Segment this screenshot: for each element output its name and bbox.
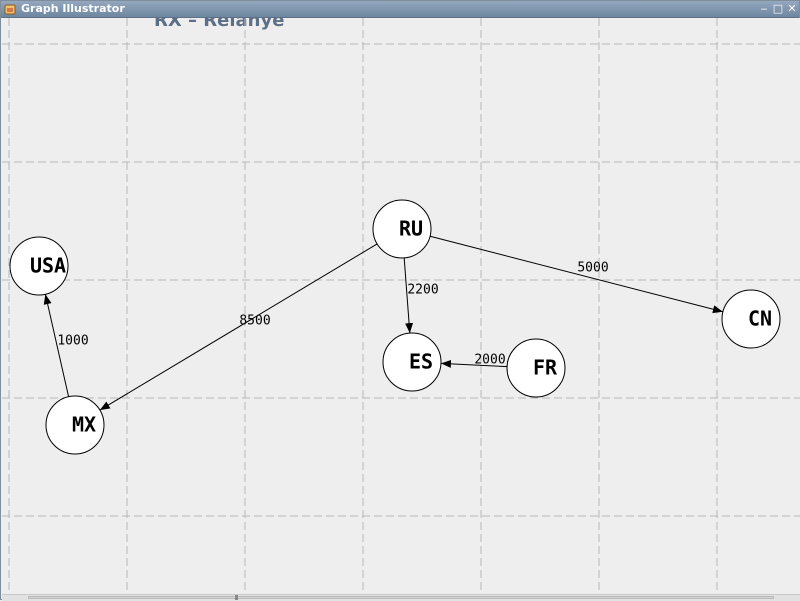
horizontal-scrollbar[interactable] bbox=[2, 594, 800, 601]
minimize-button[interactable]: ‒ bbox=[760, 2, 768, 15]
node-label: USA bbox=[30, 254, 66, 278]
node-label: MX bbox=[72, 413, 96, 437]
scrollbar-thumb[interactable] bbox=[28, 596, 774, 599]
node-label: ES bbox=[409, 350, 433, 374]
node-circle[interactable] bbox=[506, 338, 566, 398]
edge-weight-label: 2000 bbox=[474, 353, 505, 368]
close-button[interactable]: ✕ bbox=[787, 2, 797, 15]
node-ru[interactable]: RU bbox=[372, 199, 432, 259]
edge-ru-mx: 8500 bbox=[99, 243, 378, 411]
edge-weight-label: 1000 bbox=[57, 334, 88, 349]
node-mx[interactable]: MX bbox=[45, 395, 105, 455]
node-label: FR bbox=[533, 356, 558, 380]
node-label: RU bbox=[399, 217, 423, 241]
edge-line bbox=[43, 294, 70, 397]
edge-line bbox=[440, 359, 508, 368]
edge-weight-label: 5000 bbox=[577, 261, 608, 276]
java-app-icon bbox=[4, 4, 16, 15]
node-label: CN bbox=[748, 307, 772, 331]
node-usa[interactable]: USA bbox=[9, 236, 69, 296]
title-bar[interactable]: Graph Illustrator ‒ □ ✕ bbox=[1, 1, 799, 18]
node-fr[interactable]: FR bbox=[506, 338, 566, 398]
edge-weight-label: 8500 bbox=[239, 314, 270, 329]
window-title: Graph Illustrator bbox=[21, 2, 125, 15]
edge-line bbox=[99, 243, 378, 411]
grid-lines bbox=[2, 18, 800, 594]
maximize-button[interactable]: □ bbox=[772, 2, 784, 15]
edge-line bbox=[429, 235, 724, 314]
nodes[interactable]: RU USA ES FR CN MX bbox=[9, 199, 781, 455]
edge-fr-es: 2000 bbox=[440, 353, 508, 368]
edges: 1000 8500 2200 5000 2000 bbox=[43, 235, 724, 411]
node-es[interactable]: ES bbox=[382, 332, 442, 392]
canvas-ghost-title: RX – Relanye bbox=[154, 18, 285, 31]
node-circle[interactable] bbox=[9, 236, 69, 296]
edge-weight-label: 2200 bbox=[407, 283, 438, 298]
graph-drawing[interactable]: 1000 8500 2200 5000 2000 RU USA ES FR CN MX bbox=[2, 18, 800, 594]
node-circle[interactable] bbox=[382, 332, 442, 392]
node-circle[interactable] bbox=[721, 289, 781, 349]
node-cn[interactable]: CN bbox=[721, 289, 781, 349]
edge-mx-usa: 1000 bbox=[43, 294, 89, 397]
node-circle[interactable] bbox=[372, 199, 432, 259]
edge-line bbox=[403, 257, 414, 334]
scrollbar-marker bbox=[235, 595, 238, 600]
graph-canvas[interactable]: RX – Relanye 1000 8500 2200 5000 2000 RU USA E… bbox=[2, 18, 800, 594]
edge-ru-cn: 5000 bbox=[429, 235, 724, 314]
node-circle[interactable] bbox=[45, 395, 105, 455]
edge-ru-es: 2200 bbox=[403, 257, 439, 334]
